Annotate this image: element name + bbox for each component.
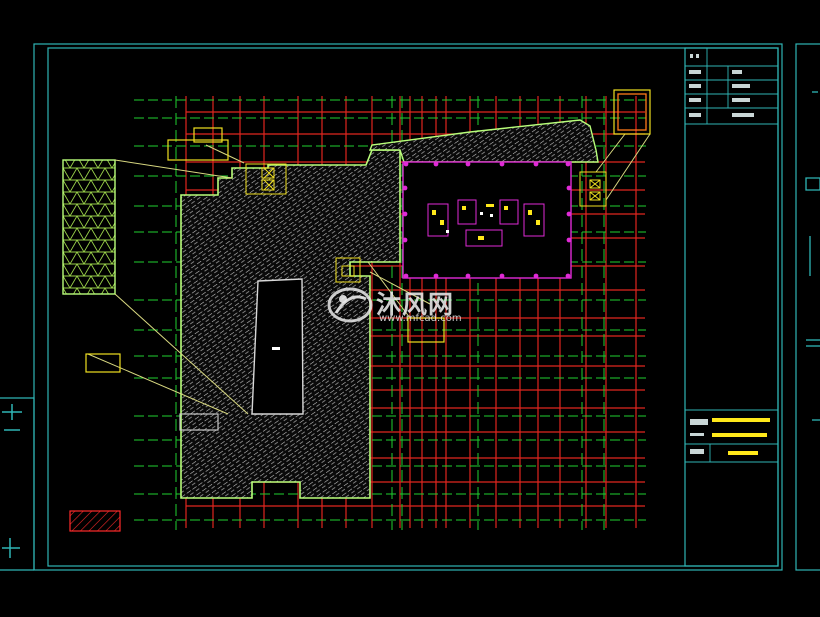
watermark: 沐风网 www.mfcad.com <box>326 283 496 331</box>
column-marker <box>403 273 409 279</box>
column-marker <box>533 273 539 279</box>
column-marker <box>565 161 571 167</box>
column-marker <box>465 273 471 279</box>
column-marker <box>433 161 439 167</box>
adjacent-sheet-right <box>805 91 820 421</box>
column-marker <box>566 237 572 243</box>
stair-details <box>245 163 607 283</box>
column-marker <box>499 273 505 279</box>
courtyard-mark <box>272 347 280 350</box>
courtyard-void <box>251 278 304 415</box>
column-marker <box>533 161 539 167</box>
column-marker <box>499 161 505 167</box>
column-marker <box>566 185 572 191</box>
column-marker <box>403 161 409 167</box>
column-marker <box>402 237 408 243</box>
triangulated-panel <box>62 159 116 295</box>
column-marker <box>402 211 408 217</box>
column-marker <box>566 211 572 217</box>
watermark-url: www.mfcad.com <box>379 313 462 324</box>
tower-core <box>402 161 572 279</box>
column-marker <box>402 185 408 191</box>
watermark-brand: 沐风网 <box>376 290 455 319</box>
adjacent-sheet-left <box>2 404 22 558</box>
column-marker <box>433 273 439 279</box>
hatched-upper-strip <box>368 119 599 163</box>
orange-detail <box>617 93 647 131</box>
detail-callouts <box>85 89 651 431</box>
column-marker <box>565 273 571 279</box>
column-marker <box>465 161 471 167</box>
watermark-logo-icon <box>327 287 373 323</box>
leader-lines <box>87 133 651 415</box>
title-block <box>684 47 779 567</box>
legend-hatch-sample <box>69 510 121 532</box>
